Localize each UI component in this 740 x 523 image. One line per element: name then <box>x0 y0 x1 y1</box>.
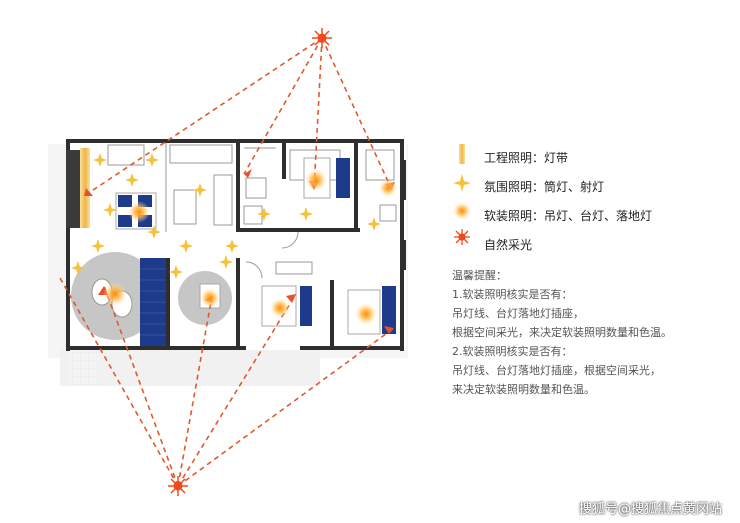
legend-symbols <box>453 144 471 245</box>
legend-label: 氛围照明：筒灯、射灯 <box>484 180 605 194</box>
sparkle-icon <box>125 173 139 187</box>
legend-item-ambient: 氛围照明：筒灯、射灯 <box>452 172 712 201</box>
watermark: 搜狐号@搜狐焦点黄冈站 <box>578 502 722 517</box>
legend-item-soft: 软装照明：吊灯、台灯、落地灯 <box>452 201 712 230</box>
legend-label: 自然采光 <box>484 238 533 252</box>
sun-rays <box>59 37 395 487</box>
notes-line: 根据空间采光，来决定软装照明数量和色温。 <box>452 326 672 339</box>
sparkle-icon <box>257 207 271 221</box>
sparkle-icon <box>179 239 193 253</box>
legend: 工程照明：灯带 氛围照明：筒灯、射灯 软装照明：吊灯、台灯、落地灯 自然采光 <box>452 143 712 259</box>
sparkle-icon <box>299 207 313 221</box>
notes-title: 温馨提醒： <box>452 269 507 282</box>
legend-label: 软装照明：吊灯、台灯、落地灯 <box>484 209 653 223</box>
sparkle-icon <box>219 255 233 269</box>
notes-line: 1.软装照明核实是否有： <box>452 288 573 301</box>
sparkle-icon <box>145 153 159 167</box>
walls <box>66 139 406 351</box>
notes-line: 来决定软装照明数量和色温。 <box>452 383 595 396</box>
kitchen-fixtures <box>107 143 397 279</box>
light-strip <box>80 148 90 228</box>
legend-item-natural: 自然采光 <box>452 230 712 259</box>
sparkle-icon <box>193 183 207 197</box>
sparkle-icon <box>93 153 107 167</box>
soft-lights <box>103 169 397 325</box>
notes-line: 吊灯线、台灯落地灯插座， <box>452 307 584 320</box>
notes-line: 2.软装照明核实是否有： <box>452 345 573 358</box>
legend-item-light-strip: 工程照明：灯带 <box>452 143 712 172</box>
sun-icon-top <box>312 28 332 48</box>
legend-label: 工程照明：灯带 <box>484 151 569 165</box>
sparkle-icon <box>103 203 117 217</box>
sparkle-icon <box>225 239 239 253</box>
sparkle-icon <box>169 265 183 279</box>
sun-icon-bottom <box>168 476 188 496</box>
reminder-notes: 温馨提醒： 1.软装照明核实是否有： 吊灯线、台灯落地灯插座， 根据空间采光，来… <box>452 266 712 399</box>
sparkle-icon <box>367 217 381 231</box>
sparkle-icon <box>147 225 161 239</box>
sparkle-icon <box>91 239 105 253</box>
sparkle-icon <box>71 261 85 275</box>
ambient-lights <box>71 153 381 279</box>
notes-line: 吊灯线、台灯落地灯插座，根据空间采光， <box>452 364 661 377</box>
